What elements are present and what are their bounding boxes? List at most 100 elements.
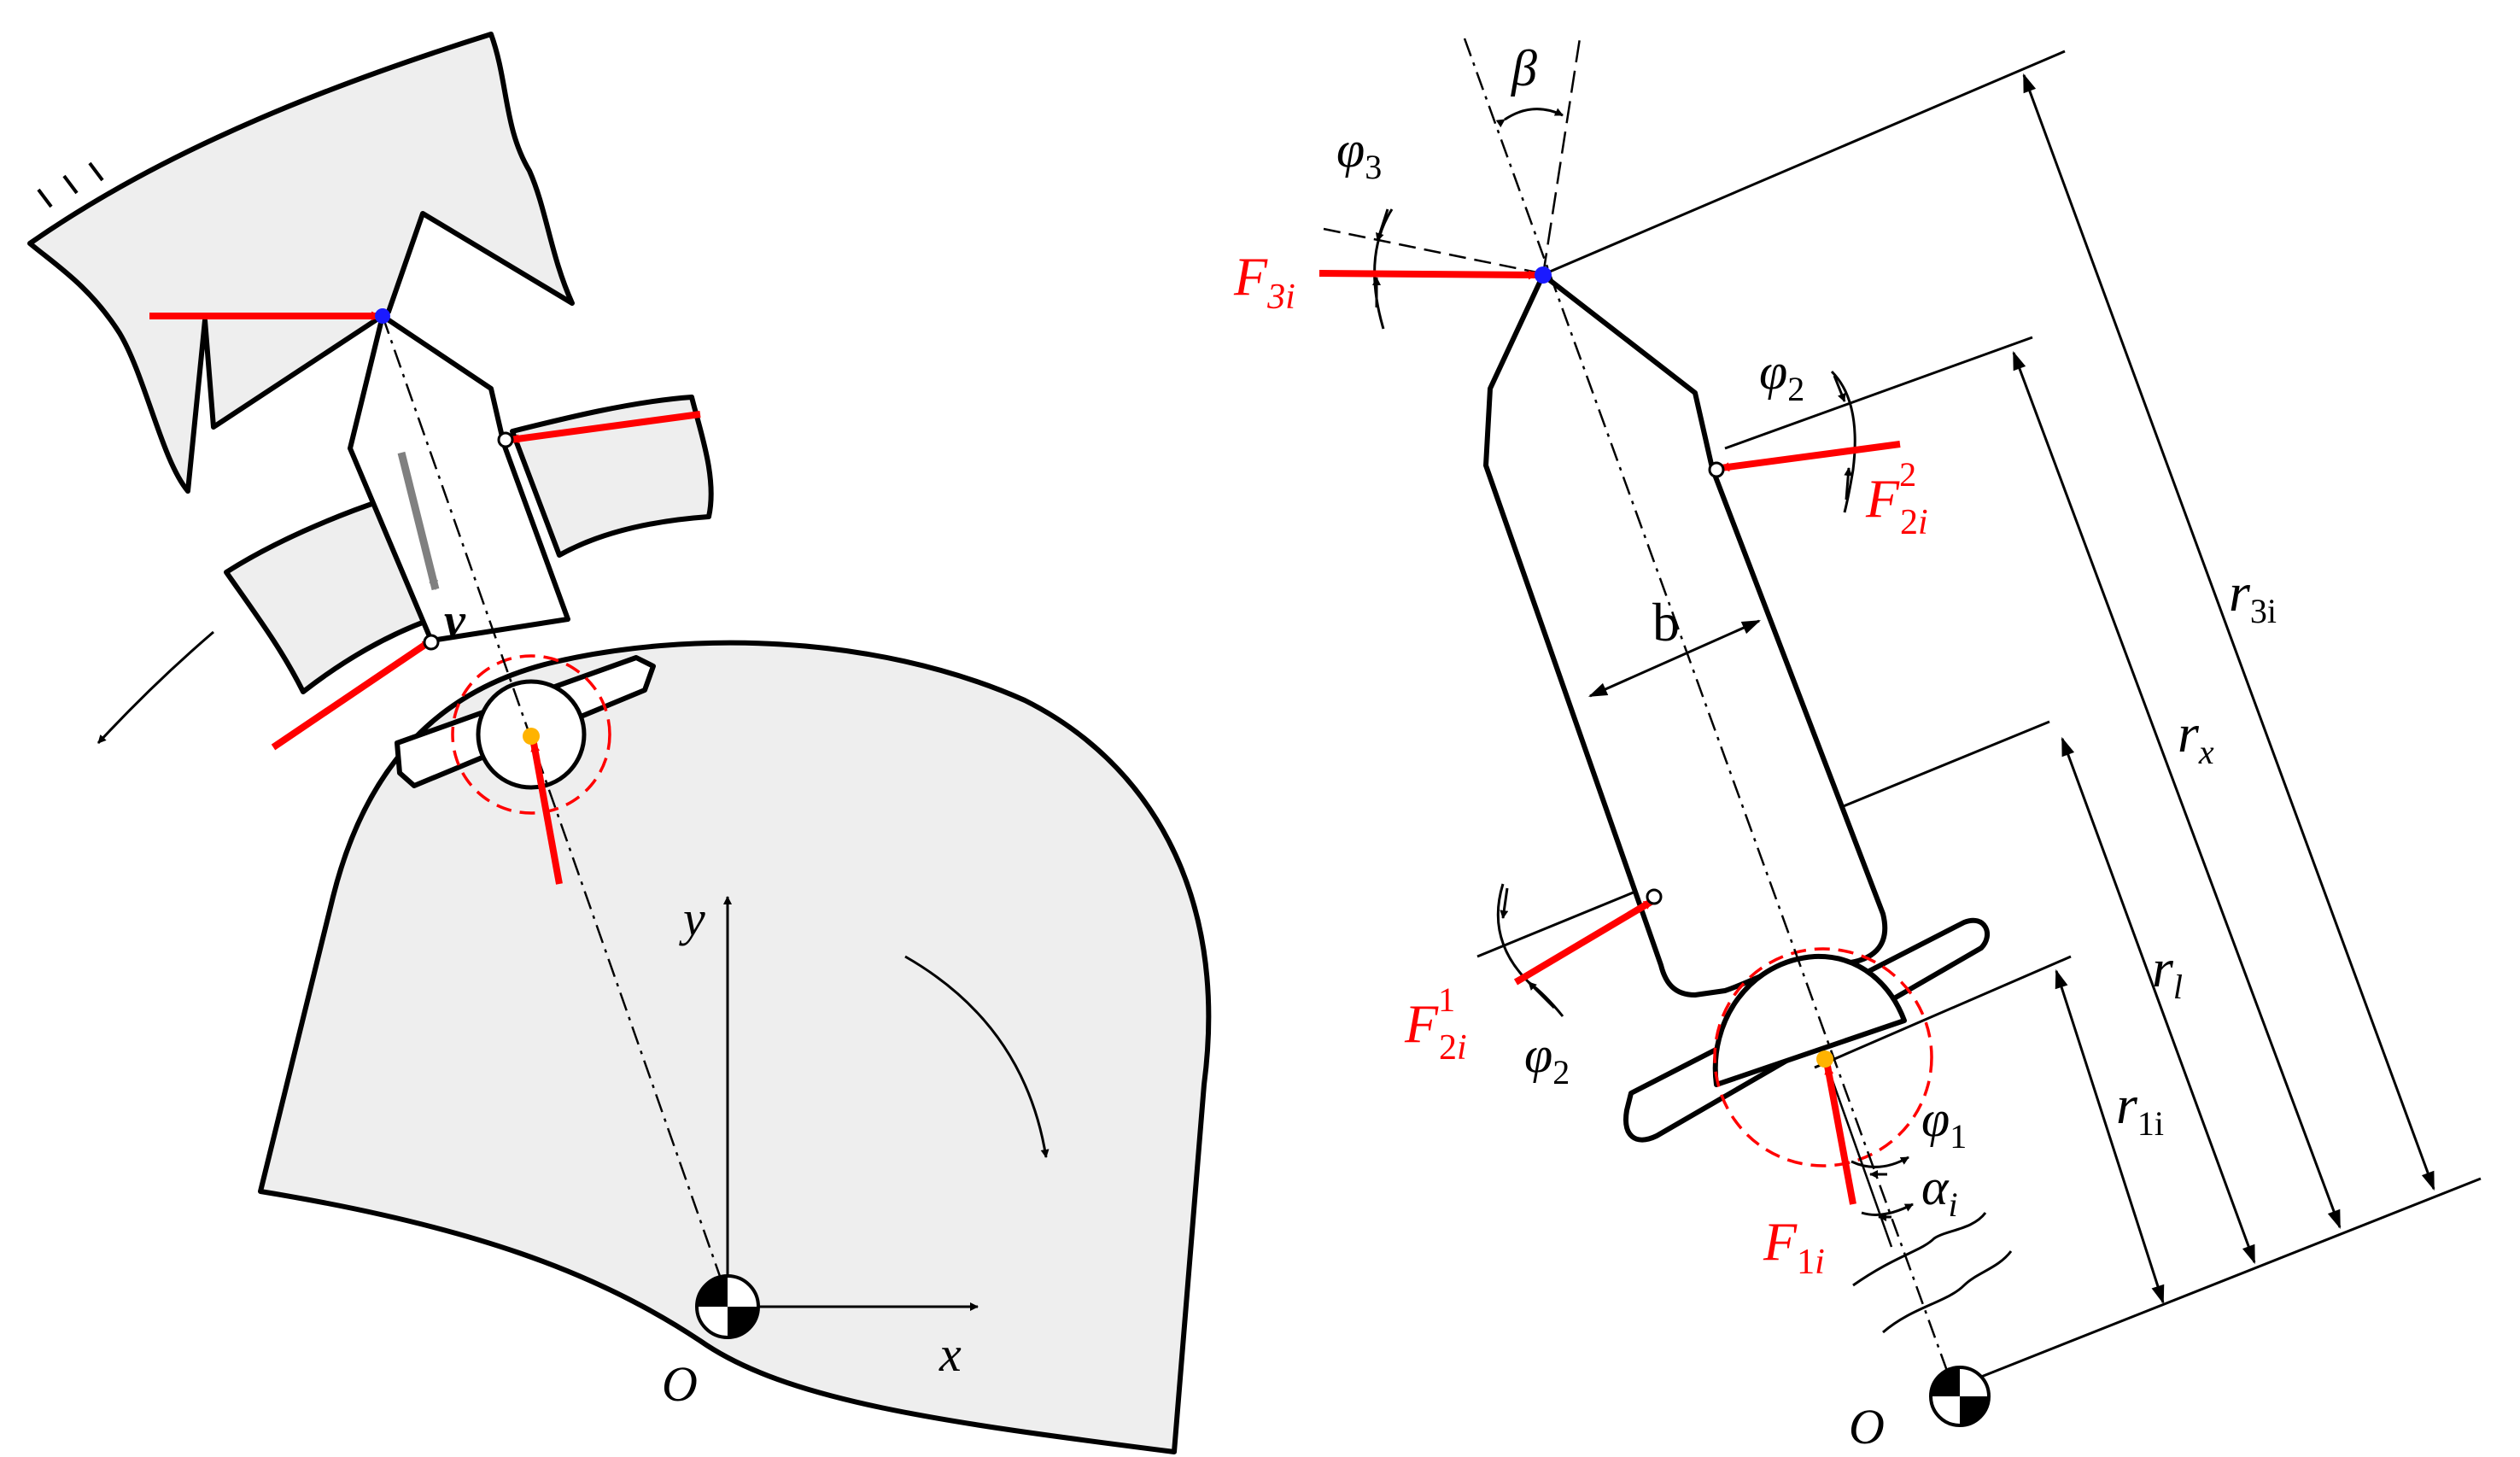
F2i2-superscript: 2 — [1899, 455, 1916, 494]
rl-subscript: l — [2173, 968, 2183, 1006]
x-axis-label: x — [938, 1326, 962, 1382]
F3i-label: F3i — [1233, 246, 1295, 317]
phi1-subscript: 1 — [1950, 1117, 1967, 1156]
phi3-arc — [1373, 208, 1394, 330]
phi2-upper-arc — [1830, 370, 1856, 513]
r1i-dimension — [2055, 968, 2165, 1305]
rl-dimension — [2061, 736, 2256, 1265]
force-F1i-arrow — [1824, 1064, 1856, 1205]
F2i1-sub-main: 2 — [1439, 1028, 1457, 1068]
follower-centerline — [381, 315, 723, 1282]
F1i-label: F1i — [1763, 1211, 1825, 1282]
velocity-arrow — [397, 451, 440, 591]
F2i1-superscript: 1 — [1438, 980, 1455, 1019]
phi3-label: φ3 — [1336, 121, 1382, 186]
ground-hatch — [37, 161, 104, 208]
rl-symbol: r — [2152, 938, 2174, 998]
origin-label-left: O — [662, 1356, 698, 1412]
rx-label: rx — [2178, 703, 2214, 771]
phi2-lower-tick-a — [1500, 887, 1509, 919]
y-axis-label: y — [679, 891, 705, 946]
F2i1-subscript: 2i — [1439, 1028, 1467, 1068]
force-arrow-guide-right — [509, 411, 701, 444]
left-mechanism: v y x O — [27, 32, 1212, 1454]
follower-centerline-detail — [1463, 38, 1949, 1372]
roller-dashed-circle — [451, 654, 611, 815]
F2i1-symbol: F — [1404, 993, 1439, 1054]
r1i-subscript: 1i — [2137, 1104, 2164, 1143]
force-arrow-contact — [530, 741, 563, 885]
origin-label-right: O — [1849, 1399, 1885, 1454]
guide-point-lower-detail — [1646, 888, 1663, 905]
cam-body — [258, 640, 1212, 1454]
band-rotation-arrow — [96, 630, 214, 745]
r3i-label: r3i — [2229, 562, 2277, 630]
phi2-upper-tick-b — [1844, 467, 1853, 500]
phi2-upper-tick-a — [1833, 375, 1846, 402]
phi2-lower-label: φ2 — [1524, 1027, 1570, 1091]
phi2-upper-symbol: φ — [1759, 343, 1787, 400]
F2i2-symbol: F — [1865, 468, 1900, 529]
break-line-1 — [1852, 1212, 1987, 1287]
force-arrow-guide-left — [271, 637, 434, 751]
F1i-sub-i: i — [1815, 1243, 1825, 1282]
phi2-lower-symbol: φ — [1524, 1027, 1552, 1083]
guide-band-right — [510, 395, 714, 558]
right-mechanism: β φ3 F3i φ2 F2 2i b F1 2i φ2 φ1 αi F1i r… — [1233, 38, 2482, 1454]
phi2-lower-tick-b — [1527, 980, 1556, 1009]
rl-label: rl — [2152, 938, 2183, 1006]
cam-rotation-arrow — [904, 955, 1050, 1158]
guide-band-left — [224, 497, 434, 694]
phi3-dashed-line — [1323, 227, 1542, 275]
roller-dashed-circle-detail — [1713, 947, 1933, 1167]
r3i-dimension — [2022, 73, 2435, 1191]
velocity-label: v — [444, 594, 466, 647]
contact-normal — [1823, 1058, 1893, 1248]
F2i1-label: F1 — [1404, 980, 1455, 1054]
follower-rod — [348, 313, 570, 643]
alpha-symbol: α — [1921, 1159, 1950, 1215]
guide-point-right — [497, 431, 514, 448]
phi2-upper-subscript: 2 — [1787, 370, 1804, 408]
beta-arc — [1495, 108, 1564, 128]
force-F3i-arrow — [1318, 270, 1539, 280]
F3i-symbol: F — [1233, 246, 1268, 307]
F3i-subscript: 3i — [1266, 278, 1295, 317]
guide-point-left — [423, 634, 440, 651]
rx-symbol: r — [2178, 703, 2200, 764]
break-line-2 — [1882, 1250, 2013, 1334]
beta-reference-line — [1541, 38, 1582, 276]
tip-point — [375, 308, 390, 324]
phi1-label: φ1 — [1921, 1091, 1967, 1156]
phi2-upper-label: φ2 — [1759, 343, 1804, 408]
force-F2i1-arrow — [1513, 898, 1655, 986]
r1i-symbol: r — [2116, 1074, 2138, 1135]
alpha-arc — [1861, 1202, 1914, 1216]
force-F2i2-arrow — [1719, 441, 1901, 472]
guide-point-upper-detail — [1708, 461, 1725, 478]
tip-point-detail — [1535, 266, 1552, 284]
phi2-lower-arc — [1496, 883, 1564, 1017]
origin-symbol-detail — [1929, 1366, 1991, 1427]
F1i-symbol: F — [1763, 1211, 1798, 1272]
width-b-label: b — [1652, 592, 1680, 652]
beta-label: β — [1511, 40, 1537, 97]
phi3-subscript: 3 — [1365, 148, 1382, 186]
alpha-subscript: i — [1949, 1185, 1958, 1224]
F2i1-sub-i: i — [1457, 1028, 1467, 1068]
r1i-label: r1i — [2116, 1074, 2164, 1143]
rx-dimension — [2012, 350, 2342, 1230]
phi1-symbol: φ — [1921, 1091, 1950, 1147]
F2i2-label: F2 — [1865, 455, 1916, 529]
contact-point — [523, 728, 540, 745]
roller-detail — [1712, 953, 1907, 1087]
r3i-symbol: r — [2229, 562, 2251, 623]
follower-rod-detail — [1483, 272, 1888, 998]
F2i2-subscript: 2i — [1900, 503, 1928, 542]
phi1-arc — [1851, 1156, 1909, 1168]
phi2-lower-subscript: 2 — [1552, 1053, 1570, 1091]
F2i2-sub-main: 2 — [1900, 503, 1918, 542]
width-b-dimension — [1587, 619, 1762, 698]
F1i-sub-1: 1 — [1797, 1243, 1815, 1282]
